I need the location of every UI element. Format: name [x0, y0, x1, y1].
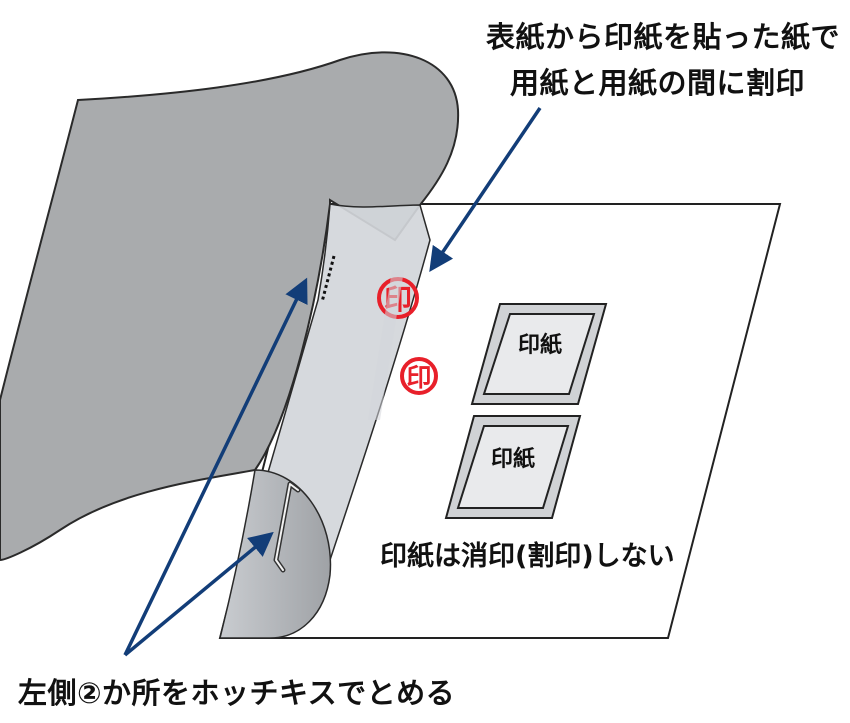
arrow-to-seal [429, 107, 542, 273]
caption-note: 印紙は消印(割印)しない [380, 541, 675, 572]
split-seal-lower: 印 [400, 357, 438, 395]
arrow-to-upper-staple [123, 277, 308, 656]
lower-staple-inner [275, 483, 299, 571]
arrow-to-lower-staple [123, 531, 274, 657]
caption-bottom: 左側②か所をホッチキスでとめる [18, 676, 456, 710]
upper-staple [320, 255, 336, 303]
seal-char-lower: 印 [406, 363, 431, 392]
seal-mask [368, 270, 404, 420]
caption-top-line1: 表紙から印紙を貼った紙で [485, 20, 840, 54]
stamp-label-lower: 印紙 [491, 446, 535, 472]
cover-page-back [0, 51, 460, 562]
stamp-label-upper: 印紙 [518, 332, 562, 358]
revenue-stamp-lower: 印紙 [444, 415, 582, 519]
revenue-stamp-upper: 印紙 [470, 303, 608, 405]
caption-top-line2: 用紙と用紙の間に割印 [509, 66, 805, 100]
